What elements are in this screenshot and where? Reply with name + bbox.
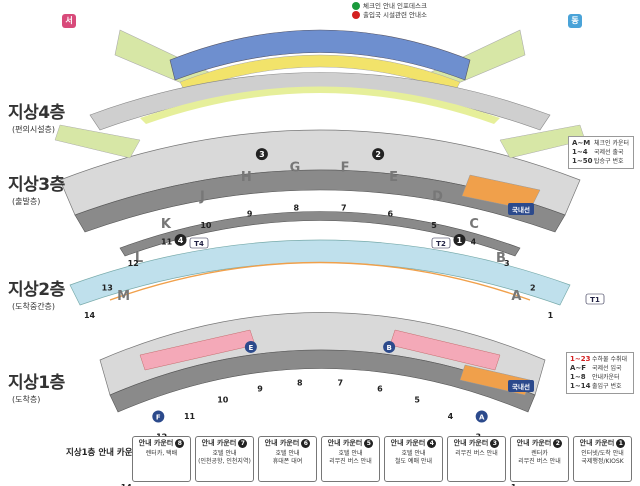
transit-labels: T4 T2 T1 (189, 237, 605, 305)
gate-1f-1: 1 (511, 483, 517, 486)
west-compass: 서 (62, 14, 76, 28)
gate-3f-7: 7 (341, 204, 347, 213)
counter-number-badge: 6 (301, 439, 311, 448)
t2-label: T2 (436, 240, 446, 248)
arrival-zone-badge-F (152, 410, 165, 423)
counter-number-badge: 1 (616, 439, 626, 448)
gate-1f-14: 14 (121, 483, 133, 486)
gate-1f-5: 5 (414, 396, 420, 405)
checkin-counter-D: D (432, 190, 443, 205)
gate-3f-1: 1 (548, 311, 554, 320)
floor-label-3f: 지상3층 (출발층) (8, 175, 65, 206)
legend-checkin-info: 체크인 안내 인포데스크 (352, 2, 427, 11)
gate-1f-9: 9 (257, 384, 263, 393)
gate-3f-9: 9 (247, 210, 253, 219)
gate-3f-8: 8 (293, 204, 299, 213)
counter-number-badge: 7 (238, 439, 248, 448)
gate-3f-5: 5 (431, 221, 437, 230)
departure-zone-3: 3 (259, 150, 265, 159)
checkin-counter-M: M (117, 289, 130, 304)
arrival-zone-letters: F E B A (152, 340, 488, 423)
departure-zone-numbers: 4 3 2 1 (174, 148, 466, 246)
departure-zone-1: 1 (457, 236, 463, 245)
counter-number-badge: 4 (427, 439, 437, 448)
4f-band (89, 72, 551, 131)
arrival-zone-E: E (248, 344, 253, 352)
gate-3f-14: 14 (84, 311, 96, 320)
t4-label: T4 (194, 240, 204, 248)
t1-label: T1 (590, 296, 600, 304)
4f-wings (114, 29, 526, 96)
counter-number-badge: 5 (364, 439, 374, 448)
gate-3f-11: 11 (161, 238, 173, 247)
checkin-counter-B: B (496, 251, 506, 266)
departure-zone-badge-2 (372, 148, 385, 161)
gate-1f-11: 11 (184, 412, 196, 421)
arrival-zone-F: F (156, 413, 161, 421)
gate-3f-2: 2 (530, 284, 536, 293)
gate-1f-6: 6 (377, 384, 383, 393)
checkin-counter-E: E (389, 170, 398, 185)
gate-3f-12: 12 (128, 259, 139, 268)
gate-3f-3: 3 (504, 259, 510, 268)
departure-zone-4: 4 (178, 236, 184, 245)
top-legend: 체크인 안내 인포데스크 출입국 시설관련 안내소 (352, 2, 427, 20)
arrival-zone-A: A (479, 413, 485, 421)
gate-3f-4: 4 (471, 238, 477, 247)
checkin-counter-K: K (161, 217, 172, 232)
checkin-counter-F: F (341, 160, 350, 175)
counter-section-title: 지상1층 안내 카운터 (66, 448, 141, 458)
floor-label-1f: 지상1층 (도착층) (8, 373, 65, 404)
checkin-counter-C: C (469, 217, 479, 232)
3f-departure (54, 124, 586, 233)
east-compass: 동 (568, 14, 582, 28)
counter-number-badge: 8 (175, 439, 185, 448)
arrival-zone-badge-A (475, 410, 488, 423)
counter-number-badge: 2 (553, 439, 563, 448)
checkin-counter-A: A (511, 289, 521, 304)
floor-label-2f: 지상2층 (도착중간층) (8, 280, 65, 311)
red-dot-icon (352, 11, 360, 19)
domestic-tag-3f: 국내선 (508, 203, 534, 215)
checkin-counter-L: L (135, 251, 143, 266)
floor-label-4f: 지상4층 (편의시설층) (8, 103, 65, 134)
domestic-tag-1f: 국내선 (508, 380, 534, 392)
gate-3f-10: 10 (200, 221, 212, 230)
gate-1f-8: 8 (297, 379, 303, 388)
departure-zone-badge-1 (453, 233, 466, 246)
counter-number-badge: 3 (490, 439, 500, 448)
departure-zone-badge-3 (255, 148, 268, 161)
checkin-counter-J: J (199, 190, 205, 205)
gate-3f-6: 6 (388, 210, 394, 219)
arrival-zone-badge-B (383, 340, 396, 353)
checkin-counter-H: H (241, 170, 252, 185)
departure-zone-2: 2 (375, 150, 381, 159)
checkin-counter-letters: M L K J H G F E D C B A (117, 160, 521, 304)
gate-3f-13: 13 (102, 284, 113, 293)
gate-1f-4: 4 (448, 412, 454, 421)
departure-zone-badge-4 (174, 233, 187, 246)
legend-immigration-info: 출입국 시설관련 안내소 (352, 11, 427, 20)
gate-1f-7: 7 (337, 379, 343, 388)
arrival-zone-badge-E (244, 340, 257, 353)
checkin-counter-G: G (290, 160, 301, 175)
1f-arrival (99, 312, 546, 413)
arrival-zone-B: B (386, 344, 391, 352)
2f-mezzanine (69, 211, 571, 306)
gate-1f-10: 10 (217, 396, 229, 405)
green-dot-icon (352, 2, 360, 10)
